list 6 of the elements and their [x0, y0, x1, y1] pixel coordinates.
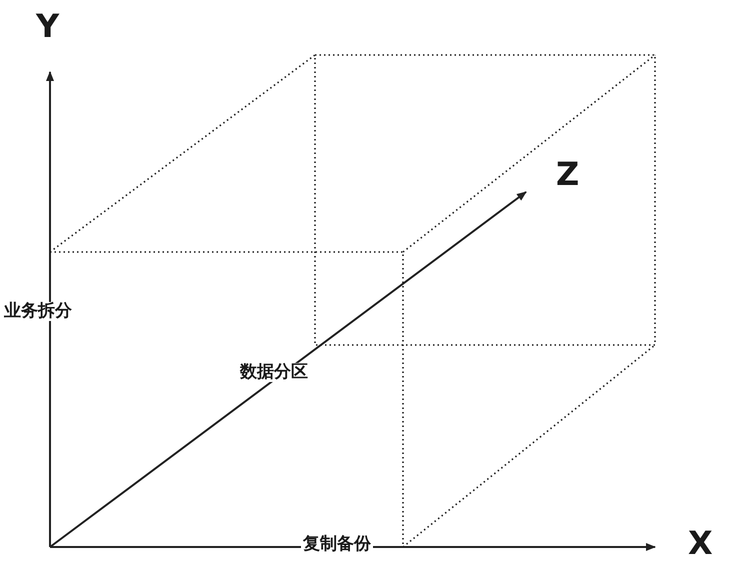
axis-label: Y	[36, 10, 60, 42]
axis-label: X	[688, 527, 713, 559]
axis-label: 业务拆分	[4, 302, 72, 321]
axis-label: 数据分区	[240, 363, 308, 382]
axis-label: Z	[556, 158, 580, 190]
axis-label: 复制备份	[301, 536, 373, 553]
